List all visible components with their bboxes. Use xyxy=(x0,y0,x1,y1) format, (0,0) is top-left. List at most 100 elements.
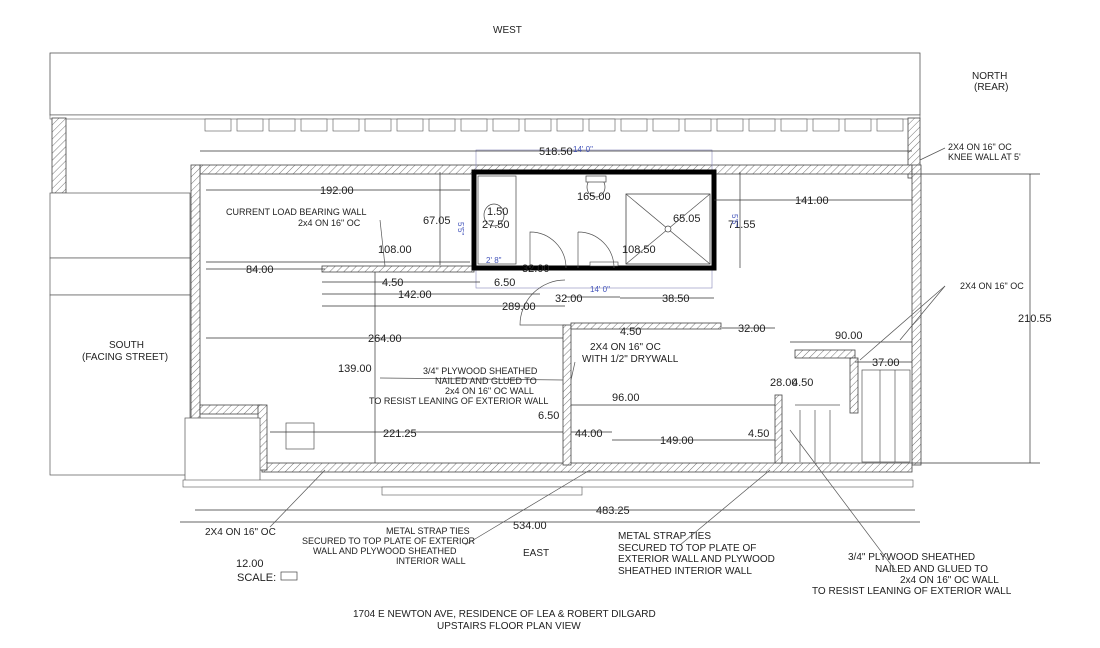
rafter-tail xyxy=(204,118,232,132)
dim-450b: 4.50 xyxy=(620,326,641,338)
note-plywood-right-2: NAILED AND GLUED TO xyxy=(875,564,988,575)
note-bottom-left-2x4: 2X4 ON 16" OC xyxy=(205,527,276,538)
dim-192: 192.00 xyxy=(320,185,354,197)
rafter-tail xyxy=(780,118,808,132)
rafter-tail xyxy=(652,118,680,132)
rafter-tails xyxy=(204,118,904,132)
dim-84: 84.00 xyxy=(246,264,274,276)
rafter-tail xyxy=(396,118,424,132)
load-bearing-wall xyxy=(321,265,475,273)
note-plywood-left-2: NAILED AND GLUED TO xyxy=(435,376,537,386)
dim-22125: 221.25 xyxy=(383,428,417,440)
stairs xyxy=(795,369,911,463)
dim-3850: 38.50 xyxy=(662,293,690,305)
rafter-tail xyxy=(748,118,776,132)
scale-label: SCALE: xyxy=(237,572,276,584)
hall-door-swing xyxy=(519,279,566,326)
dim-96: 96.00 xyxy=(612,392,640,404)
shower-drain xyxy=(664,225,672,233)
bathroom-wall xyxy=(471,169,717,271)
bathroom xyxy=(471,149,717,326)
west-side-wall xyxy=(51,117,67,194)
dim-289: 289.00 xyxy=(502,301,536,313)
dim-67: 67.05 xyxy=(423,215,451,227)
south-left-box-1 xyxy=(49,192,191,259)
bay-box xyxy=(184,417,261,484)
dim-48325: 483.25 xyxy=(596,505,630,517)
note-load-bearing-1: CURRENT LOAD BEARING WALL xyxy=(226,207,367,217)
rafter-tail xyxy=(428,118,456,132)
bath-door-swing-left xyxy=(529,231,567,269)
east-ledge xyxy=(182,479,914,488)
note-strap-center-3: EXTERIOR WALL AND PLYWOOD xyxy=(618,554,775,565)
dim-165: 165.00 xyxy=(577,191,611,203)
note-load-bearing-2: 2x4 ON 16" OC xyxy=(298,218,361,228)
note-plywood-left-4: TO RESIST LEANING OF EXTERIOR WALL xyxy=(369,396,548,406)
roof-eave xyxy=(49,52,921,116)
dim-650a: 6.50 xyxy=(494,277,515,289)
note-strap-left-4: INTERIOR WALL xyxy=(396,556,466,566)
leader-lines xyxy=(269,147,946,571)
dim-210: 210.55 xyxy=(1018,313,1052,325)
direction-west: WEST xyxy=(493,25,522,36)
dim-37: 37.00 xyxy=(872,357,900,369)
note-strap-left-2: SECURED TO TOP PLATE OF EXTERIOR xyxy=(302,536,476,546)
south-left-box-3 xyxy=(49,294,191,476)
direction-north: NORTH xyxy=(972,71,1007,82)
rafter-tail xyxy=(268,118,296,132)
east-porch-step xyxy=(381,486,583,496)
rafter-tail xyxy=(524,118,552,132)
toilet-tank xyxy=(585,175,607,183)
dim-10850: 108.50 xyxy=(622,244,656,256)
chimney xyxy=(285,422,315,450)
rafter-tail xyxy=(620,118,648,132)
rafter-tail xyxy=(460,118,488,132)
dim-7155: 71.55 xyxy=(728,219,756,231)
rafter-tail xyxy=(492,118,520,132)
bath-mark-top: 14' 0" xyxy=(573,145,593,154)
note-plywood-left-3: 2x4 ON 16" OC WALL xyxy=(445,386,534,396)
center-partition-left xyxy=(562,324,572,466)
dim-32b: 32.00 xyxy=(738,323,766,335)
bath-door-swing-right xyxy=(577,231,615,269)
sink xyxy=(483,203,505,227)
note-strap-center-4: SHEATHED INTERIOR WALL xyxy=(618,566,752,577)
rafter-tail xyxy=(684,118,712,132)
bay-top-wall xyxy=(199,404,263,415)
dim-1550: 1.50 xyxy=(487,206,508,218)
dim-450a: 4.50 xyxy=(382,277,403,289)
scale-bar xyxy=(280,571,298,581)
note-knee-wall-2: KNEE WALL AT 5' xyxy=(948,152,1021,162)
bath-mark-right: 5'5" xyxy=(730,214,739,227)
rafter-tail xyxy=(364,118,392,132)
rafter-tail xyxy=(556,118,584,132)
rafter-tail xyxy=(876,118,904,132)
dim-28: 28.00 xyxy=(770,377,798,389)
note-strap-center-1: METAL STRAP TIES xyxy=(618,531,711,542)
direction-south-street: (FACING STREET) xyxy=(82,352,168,363)
dim-534: 534.00 xyxy=(513,520,547,532)
south-left-box-2 xyxy=(49,257,191,296)
rafter-tail xyxy=(588,118,616,132)
rafter-tail xyxy=(236,118,264,132)
bath-mark-bottom: 14' 0" xyxy=(590,285,610,294)
dim-108: 108.00 xyxy=(378,244,412,256)
note-right-2x4: 2X4 ON 16" OC xyxy=(960,281,1024,291)
dim-90: 90.00 xyxy=(835,330,863,342)
dim-450d: 4.50 xyxy=(748,428,769,440)
scale-value: 12.00 xyxy=(236,558,264,570)
note-plywood-left-1: 3/4" PLYWOOD SHEATHED xyxy=(423,366,538,376)
note-plywood-right-3: 2x4 ON 16" OC WALL xyxy=(900,575,999,586)
south-exterior-wall xyxy=(190,164,201,421)
drawing-title: 1704 E NEWTON AVE, RESIDENCE OF LEA & RO… xyxy=(353,609,656,620)
note-strap-left-3: WALL AND PLYWOOD SHEATHED xyxy=(313,546,457,556)
note-strap-center-2: SECURED TO TOP PLATE OF xyxy=(618,543,756,554)
rafter-tail xyxy=(844,118,872,132)
towel-bar xyxy=(589,261,619,267)
dim-32a: 32.00 xyxy=(555,293,583,305)
dim-149: 149.00 xyxy=(660,435,694,447)
note-center-wall-2: WITH 1/2" DRYWALL xyxy=(582,354,679,365)
direction-south: SOUTH xyxy=(109,340,144,351)
note-plywood-right-1: 3/4" PLYWOOD SHEATHED xyxy=(848,552,975,563)
